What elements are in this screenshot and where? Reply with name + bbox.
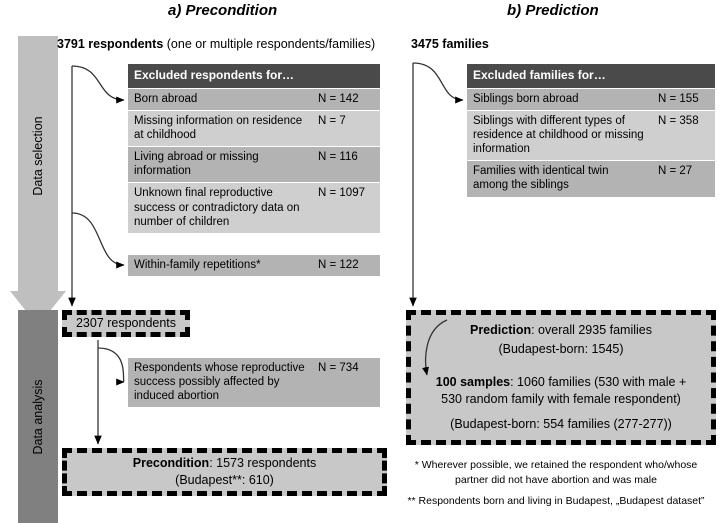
precondition-exclusion-table: Excluded respondents for… Born abroad N … [128,64,380,234]
row-count: N = 122 [312,255,380,278]
prediction-top-count: 3475 families [411,37,489,51]
precondition-abortion-table: Respondents whose reproductive success p… [128,358,380,409]
prediction-result-line3-bold: 100 samples [435,375,511,390]
precondition-top-count-rest: (one or multiple respondents/families) [163,37,376,51]
process-arrow-label-data-analysis: Data analysis [31,378,45,455]
precondition-result-line1: Precondition: 1573 respondents [133,455,316,472]
table-header-row: Excluded families for… [467,64,715,89]
footnote-one-line2: partner did not have abortion and was ma… [455,474,657,487]
section-title-b: b) Prediction [507,2,599,19]
precondition-top-count: 3791 respondents (one or multiple respon… [57,37,375,51]
process-arrow-label-data-selection: Data selection [31,116,45,196]
row-reason: Living abroad or missing information [128,146,312,184]
row-count: N = 1097 [312,182,380,234]
table-header-count [652,64,715,89]
row-count: N = 7 [312,110,380,148]
section-title-a: a) Precondition [168,2,278,19]
footnote-two: ** Respondents born and living in Budape… [407,495,705,507]
table-header-count [312,64,380,89]
row-count: N = 116 [312,146,380,184]
precondition-repetition-table: Within-family repetitions* N = 122 [128,255,380,278]
table-row: Families with identical twin among the s… [467,160,715,198]
prediction-result-line1-bold: Prediction [469,323,532,338]
precondition-branch-arrow-1 [71,65,125,104]
precondition-result-line2: (Budapest**: 610) [175,473,274,487]
process-arrow-data-selection: Data selection [10,36,66,326]
table-row: Siblings with different types of residen… [467,110,715,162]
row-count: N = 358 [652,110,715,162]
prediction-result-line5: (Budapest-born: 554 families (277-277)) [450,416,672,431]
row-count: N = 155 [652,88,715,111]
table-row: Respondents whose reproductive success p… [128,358,380,409]
row-count: N = 27 [652,160,715,198]
row-reason: Born abroad [128,88,312,111]
table-row: Living abroad or missing information N =… [128,146,380,184]
prediction-result-box: Prediction: overall 2935 families (Budap… [406,310,716,445]
prediction-branch-arrow-1 [412,62,464,104]
table-header-reason: Excluded respondents for… [128,64,312,89]
footnote-one: * Wherever possible, we retained the res… [396,458,716,488]
table-row: Siblings born abroad N = 155 [467,88,715,111]
process-arrow-data-analysis: Data analysis [18,310,58,523]
table-header-reason: Excluded families for… [467,64,652,89]
row-reason: Families with identical twin among the s… [467,160,652,198]
prediction-result-line3: 100 samples: 1060 families (530 with mal… [417,374,705,391]
precondition-result-line1-rest: : 1573 respondents [209,456,317,471]
precondition-result-line1-bold: Precondition [132,456,210,471]
prediction-result-line1-rest: : overall 2935 families [531,323,653,338]
row-reason: Siblings born abroad [467,88,652,111]
row-reason: Missing information on residence at chil… [128,110,312,148]
precondition-branch-arrow-2 [71,212,125,269]
precondition-interim-box-label: 2307 respondents [75,316,177,331]
table-row: Within-family repetitions* N = 122 [128,255,380,278]
prediction-result-line2: (Budapest-born: 1545) [498,342,624,357]
precondition-top-count-bold: 3791 respondents [57,37,164,51]
row-reason: Respondents whose reproductive success p… [128,358,312,409]
precondition-result-box: Precondition: 1573 respondents (Budapest… [62,448,387,496]
prediction-result-line4: 530 random family with female respondent… [441,391,681,406]
prediction-top-count-bold: 3475 families [411,37,489,51]
prediction-result-line1: Prediction: overall 2935 families [417,322,705,339]
row-count: N = 734 [312,358,380,409]
precondition-branch-arrow-3 [97,347,125,386]
table-row: Unknown final reproductive success or co… [128,182,380,234]
table-row: Born abroad N = 142 [128,88,380,111]
row-count: N = 142 [312,88,380,111]
prediction-result-line3-rest: : 1060 families (530 with male + [510,375,687,390]
table-row: Missing information on residence at chil… [128,110,380,148]
table-header-row: Excluded respondents for… [128,64,380,89]
row-reason: Unknown final reproductive success or co… [128,182,312,234]
prediction-exclusion-table: Excluded families for… Siblings born abr… [467,64,715,198]
footnote-one-line1: * Wherever possible, we retained the res… [414,459,698,471]
row-reason: Siblings with different types of residen… [467,110,652,162]
row-reason: Within-family repetitions* [128,255,312,278]
precondition-interim-box: 2307 respondents [62,310,190,337]
